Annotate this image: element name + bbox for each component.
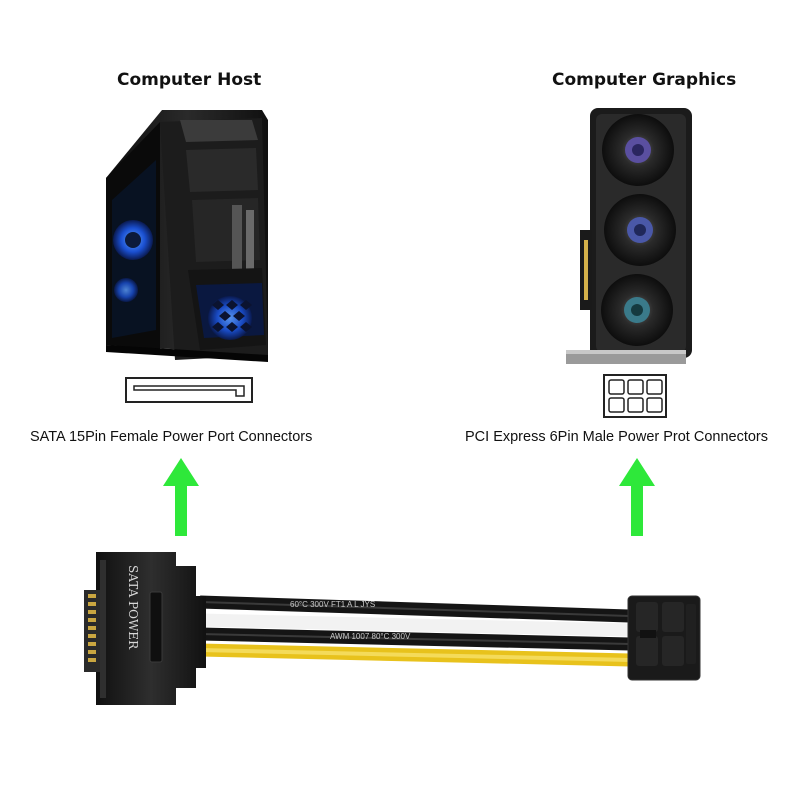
- wire-print-bottom: AWM 1007 80°C 300V: [330, 632, 411, 641]
- computer-host-title: Computer Host: [117, 70, 262, 90]
- sata-port-icon: [125, 377, 253, 403]
- computer-case-image: [106, 110, 268, 362]
- pcie-6pin-port-icon: [603, 374, 667, 418]
- pcie-port-caption: PCI Express 6Pin Male Power Prot Connect…: [465, 429, 769, 445]
- graphics-card-image: [566, 108, 692, 364]
- sata-plug-label: SATA POWER: [126, 565, 140, 650]
- sata-port-caption: SATA 15Pin Female Power Port Connectors: [30, 429, 313, 445]
- sata-to-pcie-cable-image: 60°C 300V FT1 A L JYS AWM 1007 80°C 300V…: [84, 552, 701, 705]
- up-arrow-right-icon: [619, 458, 655, 536]
- up-arrow-left-icon: [163, 458, 199, 536]
- wire-print-top: 60°C 300V FT1 A L JYS: [290, 600, 375, 609]
- computer-graphics-title: Computer Graphics: [552, 70, 737, 90]
